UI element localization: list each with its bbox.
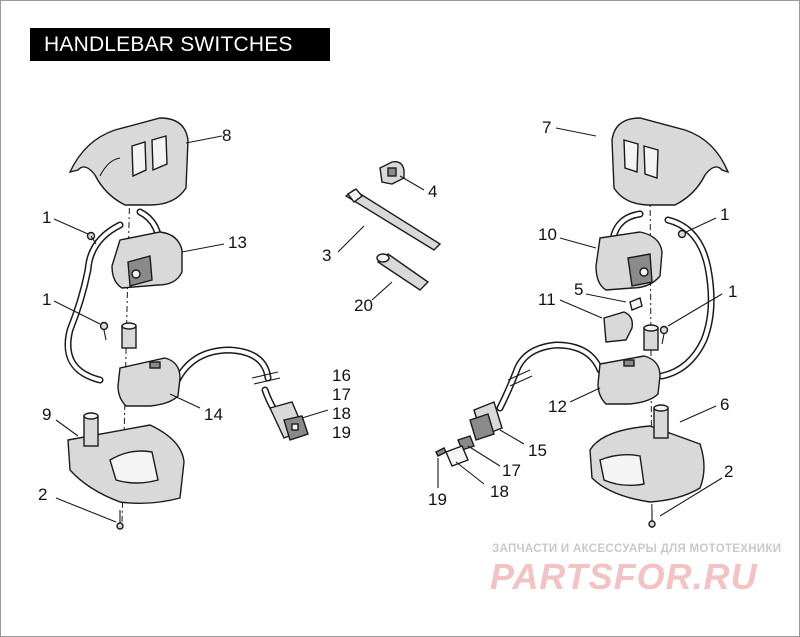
leader-lines [53, 127, 723, 523]
callout-5: 5 [574, 280, 583, 299]
callout-13: 13 [228, 233, 247, 252]
left-switch-module [111, 231, 183, 289]
callout-16: 16 [332, 366, 351, 385]
diagram-title: HANDLEBAR SWITCHES [30, 28, 330, 61]
callout-15: 15 [528, 441, 547, 460]
callout-11: 11 [538, 290, 556, 309]
right-small-switch [603, 297, 643, 343]
callout-12: 12 [548, 397, 567, 416]
left-lower-housing [67, 412, 185, 505]
callout-1-left-top: 1 [42, 208, 51, 227]
right-screws [648, 229, 687, 528]
callout-19-right: 19 [428, 490, 447, 509]
watermark-logo: PARTSFOR.RU [490, 556, 758, 597]
callout-2-right: 2 [724, 462, 733, 481]
callout-3: 3 [322, 246, 331, 265]
callout-7: 7 [542, 118, 551, 137]
right-switch-body [597, 355, 661, 405]
callout-2-left: 2 [38, 485, 47, 504]
callout-18-left: 18 [332, 404, 351, 423]
callout-10: 10 [538, 225, 557, 244]
left-switch-body [117, 357, 181, 407]
right-connector [469, 401, 503, 441]
right-switch-post [643, 324, 659, 351]
callout-18-right: 18 [490, 482, 509, 501]
left-switch-post [121, 322, 137, 349]
right-wire-harness [496, 210, 715, 412]
right-lower-housing [589, 404, 705, 503]
callout-8: 8 [222, 126, 231, 145]
left-connector [269, 401, 309, 441]
callout-1-right-top: 1 [720, 205, 729, 224]
right-upper-housing [611, 117, 730, 206]
callout-20: 20 [354, 296, 373, 315]
left-assembly-axis [121, 179, 131, 526]
callout-17-right: 17 [502, 461, 521, 480]
watermark-tagline: ЗАПЧАСТИ И АКСЕССУАРЫ ДЛЯ МОТОТЕХНИКИ [492, 543, 782, 555]
heat-shrink-sleeve [376, 253, 430, 291]
callout-1-right-mid: 1 [728, 282, 737, 301]
callout-1-left-mid: 1 [42, 290, 51, 309]
cable-strap [344, 188, 442, 251]
right-seal-and-pin [435, 435, 475, 467]
callout-numbers: 8 1 13 1 14 16 17 18 19 9 2 4 3 20 7 1 1… [38, 118, 737, 509]
callout-19-left: 19 [332, 423, 351, 442]
callout-17-left: 17 [332, 385, 351, 404]
left-upper-housing [68, 117, 189, 206]
right-switch-module [595, 231, 663, 291]
left-screws [86, 231, 124, 530]
callout-6: 6 [720, 395, 729, 414]
callout-4: 4 [428, 182, 437, 201]
cable-clip [379, 160, 405, 185]
callout-14: 14 [204, 405, 223, 424]
callout-9: 9 [42, 405, 51, 424]
